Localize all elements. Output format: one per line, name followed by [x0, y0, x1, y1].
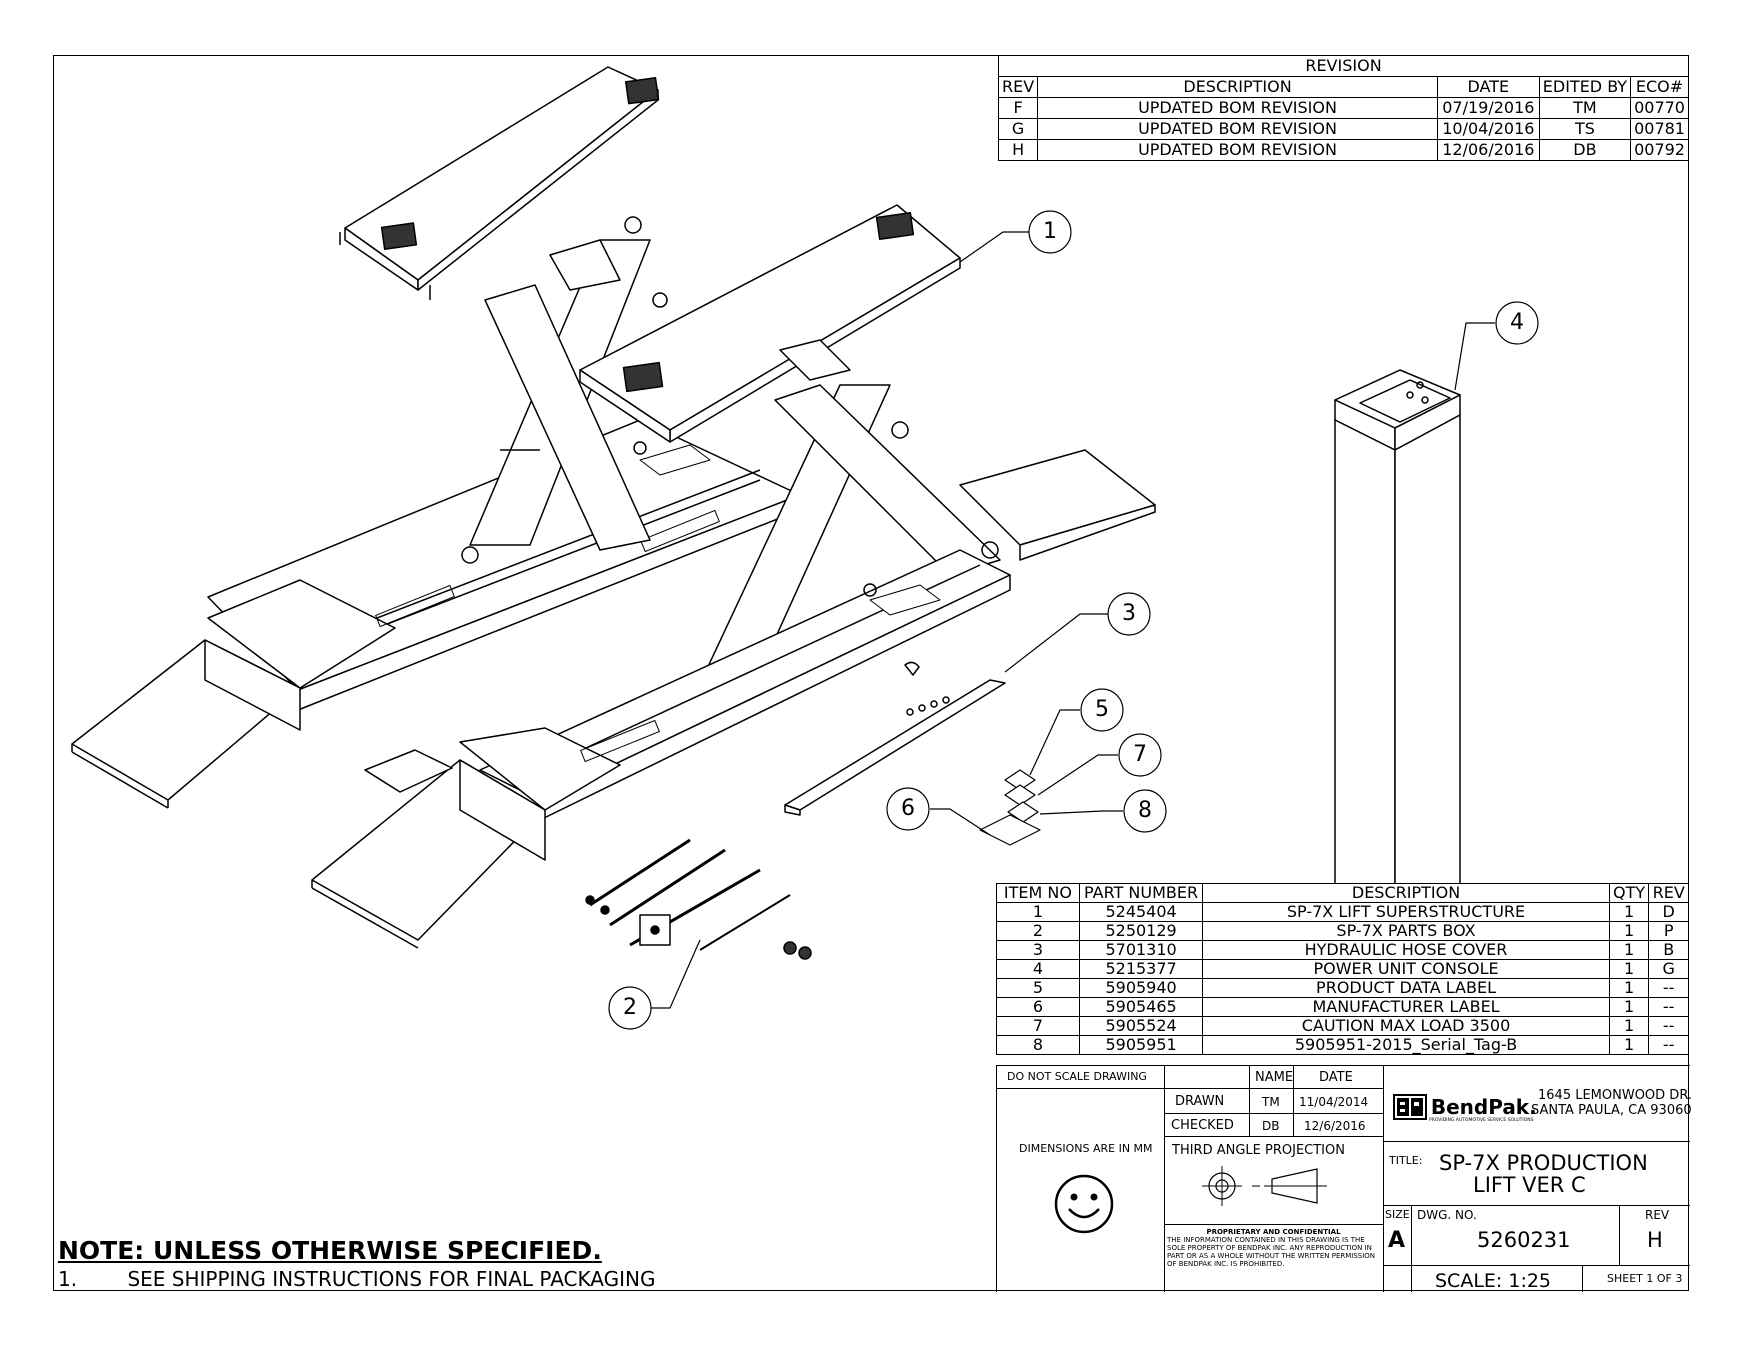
dwg-no-label: DWG. NO.: [1417, 1208, 1477, 1222]
dimensions-note: DIMENSIONS ARE IN MM: [1019, 1142, 1153, 1155]
checked-date: 12/6/2016: [1304, 1119, 1366, 1133]
rev-label: REV: [1645, 1208, 1670, 1222]
part-number-col-header: PART NUMBER: [1078, 883, 1204, 903]
edited-by-col-header: EDITED BY: [1538, 76, 1632, 98]
scale: SCALE: 1:25: [1435, 1270, 1552, 1292]
proprietary-notice: PROPRIETARY AND CONFIDENTIAL THE INFORMA…: [1167, 1228, 1376, 1268]
balloon-4: 4: [1510, 310, 1524, 335]
revision-title: REVISION: [998, 55, 1689, 77]
power-unit-console: [1324, 369, 1476, 1021]
revision-header-row: REV DESCRIPTION DATE EDITED BY ECO#: [997, 76, 1689, 98]
name-label: NAME: [1255, 1070, 1294, 1085]
title-label: TITLE:: [1389, 1154, 1423, 1167]
projection-label: THIRD ANGLE PROJECTION: [1172, 1143, 1345, 1158]
third-angle-projection-icon: [1202, 1166, 1327, 1206]
smiley-icon: [1054, 1174, 1114, 1234]
date-col-header: DATE: [1436, 76, 1540, 98]
description-col-header: DESCRIPTION: [1202, 883, 1610, 903]
drawing-title-line-1: SP-7X PRODUCTION: [1439, 1151, 1648, 1175]
rear-runway: [71, 66, 801, 809]
rev-col-header: REV: [1648, 883, 1689, 903]
address-line-1: 1645 LEMONWOOD DR.: [1538, 1088, 1693, 1103]
drawn-name: TM: [1262, 1095, 1280, 1109]
drawn-date: 11/04/2014: [1299, 1095, 1369, 1109]
leader-lines: [649, 231, 1495, 1009]
balloon-5: 5: [1095, 697, 1109, 722]
company-name: BendPak.: [1430, 1095, 1537, 1119]
drawing-number: 5260231: [1477, 1228, 1571, 1252]
front-runway: [311, 204, 1156, 949]
eco-col-header: ECO#: [1630, 76, 1689, 98]
balloon-2: 2: [623, 995, 637, 1020]
checked-name: DB: [1262, 1119, 1280, 1133]
drawing-border: [53, 55, 1689, 1291]
label-stack: [979, 769, 1041, 846]
revision-table: REVISION REV DESCRIPTION DATE EDITED BY …: [997, 55, 1689, 161]
qty-col-header: QTY: [1608, 883, 1650, 903]
drawn-label: DRAWN: [1175, 1094, 1225, 1109]
parts-box: [585, 838, 812, 960]
note-item-1: 1. SEE SHIPPING INSTRUCTIONS FOR FINAL P…: [58, 1267, 656, 1291]
description-col-header: DESCRIPTION: [1037, 76, 1438, 98]
checked-label: CHECKED: [1171, 1118, 1234, 1133]
rev-col-header: REV: [997, 76, 1039, 98]
bendpak-logo-icon: [1393, 1094, 1427, 1120]
title-block: DO NOT SCALE DRAWING NAME DATE DRAWN TM …: [996, 1065, 1693, 1292]
company-tagline: PROVIDING AUTOMOTIVE SERVICE SOLUTIONS: [1429, 1118, 1534, 1123]
balloon-1: 1: [1043, 219, 1057, 244]
sheet-size: A: [1388, 1228, 1406, 1253]
revision-letter: H: [1647, 1228, 1663, 1252]
bendpak-logo: BendPak. PROVIDING AUTOMOTIVE SERVICE SO…: [1393, 1094, 1537, 1123]
address-line-2: SANTA PAULA, CA 93060: [1531, 1103, 1692, 1118]
balloon-circles: [608, 210, 1539, 1030]
date-label: DATE: [1319, 1070, 1353, 1085]
notes-heading: NOTE: UNLESS OTHERWISE SPECIFIED.: [58, 1236, 602, 1265]
hydraulic-hose-cover: [784, 661, 1006, 816]
sheet-number: SHEET 1 OF 3: [1607, 1272, 1683, 1285]
bom-header-row: ITEM NO PART NUMBER DESCRIPTION QTY REV: [996, 883, 1689, 903]
balloon-6: 6: [901, 796, 915, 821]
item-no-col-header: ITEM NO: [996, 883, 1080, 903]
size-label: SIZE: [1385, 1208, 1410, 1221]
balloon-8: 8: [1138, 798, 1152, 823]
do-not-scale-note: DO NOT SCALE DRAWING: [1007, 1070, 1147, 1083]
drawing-title-line-2: LIFT VER C: [1473, 1173, 1586, 1197]
balloon-3: 3: [1122, 601, 1136, 626]
balloon-7: 7: [1133, 742, 1147, 767]
bill-of-materials-table: ITEM NO PART NUMBER DESCRIPTION QTY REV …: [996, 883, 1689, 1055]
